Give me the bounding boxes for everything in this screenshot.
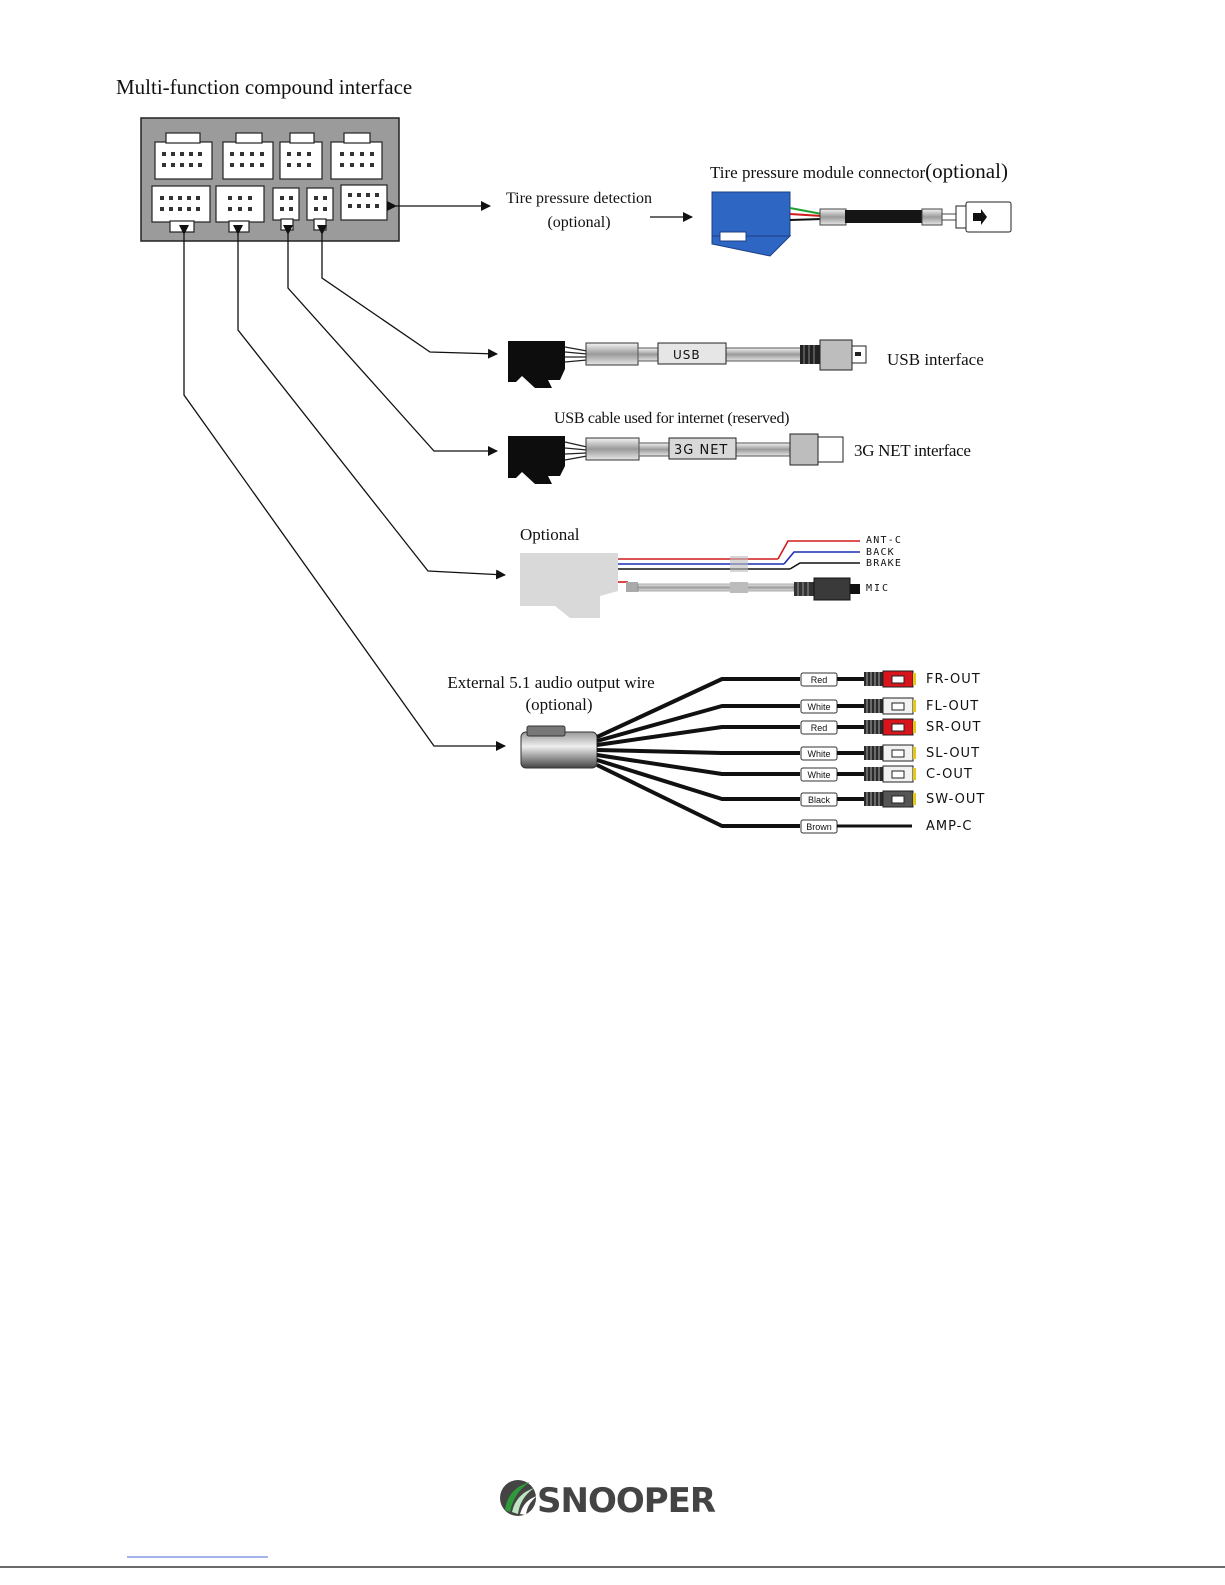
- audio-title: External 5.1 audio output wire: [447, 673, 654, 692]
- audio-optional: (optional): [525, 695, 592, 714]
- tire-module-label: Tire pressure module connector(optional): [710, 159, 1008, 183]
- optional-harness: [520, 540, 860, 618]
- audio-output-label: SL-OUT: [926, 746, 980, 761]
- audio-color-tag-text: Red: [811, 675, 828, 685]
- harness-wire-label: BRAKE: [866, 558, 902, 569]
- audio-output-label: FL-OUT: [926, 699, 979, 714]
- audio-output-row: Red FR-OUT: [596, 670, 981, 739]
- audio-output-row: White FL-OUT: [596, 697, 979, 743]
- audio-wire: [596, 677, 800, 739]
- audio-wire: [596, 753, 800, 776]
- audio-output-row: Red SR-OUT: [596, 718, 982, 747]
- audio-color-tag-text: Brown: [806, 822, 832, 832]
- audio-output-label: C-OUT: [926, 767, 973, 782]
- usb-cable-tag: USB: [673, 348, 701, 362]
- audio-wire: [596, 725, 800, 747]
- snooper-logo: SNOOPER: [500, 1480, 717, 1521]
- page-title: Multi-function compound interface: [116, 75, 412, 99]
- net-cable-tag: 3G NET: [674, 443, 728, 458]
- audio-color-tag-text: White: [807, 770, 830, 780]
- audio-output-label: AMP-C: [926, 819, 972, 834]
- tire-module-connector: [711, 191, 1012, 257]
- net-cable: [508, 433, 844, 484]
- audio-wire: [596, 763, 800, 828]
- audio-color-tag-text: Black: [808, 795, 831, 805]
- harness-wire-label: ANT-C: [866, 535, 902, 546]
- net-caption: USB cable used for internet (reserved): [554, 410, 789, 427]
- connection-lines: [179, 201, 693, 751]
- audio-output-row: Black SW-OUT: [596, 758, 985, 808]
- net-interface-label: 3G NET interface: [854, 441, 971, 460]
- brand-name: SNOOPER: [537, 1481, 716, 1521]
- usb-cable: [508, 339, 867, 388]
- audio-connector: [520, 725, 598, 769]
- audio-output-row: White SL-OUT: [596, 744, 980, 762]
- audio-output-row: White C-OUT: [596, 753, 973, 783]
- usb-interface-label: USB interface: [887, 350, 984, 369]
- tire-detection-label: Tire pressure detection: [506, 190, 652, 207]
- mic-label: MIC: [866, 583, 890, 594]
- audio-color-tag-text: White: [807, 702, 830, 712]
- audio-output-row: Brown AMP-C: [596, 763, 972, 834]
- compound-connector: [140, 117, 400, 242]
- audio-output-label: FR-OUT: [926, 672, 981, 687]
- audio-wire: [596, 704, 800, 743]
- audio-color-tag-text: White: [807, 749, 830, 759]
- harness-wire-label: BACK: [866, 547, 895, 558]
- audio-output-label: SR-OUT: [926, 720, 982, 735]
- tire-detection-optional: (optional): [547, 214, 610, 231]
- audio-wire: [596, 748, 800, 755]
- audio-wire: [596, 758, 800, 801]
- audio-color-tag-text: Red: [811, 723, 828, 733]
- optional-title: Optional: [520, 525, 580, 544]
- audio-output-label: SW-OUT: [926, 792, 985, 807]
